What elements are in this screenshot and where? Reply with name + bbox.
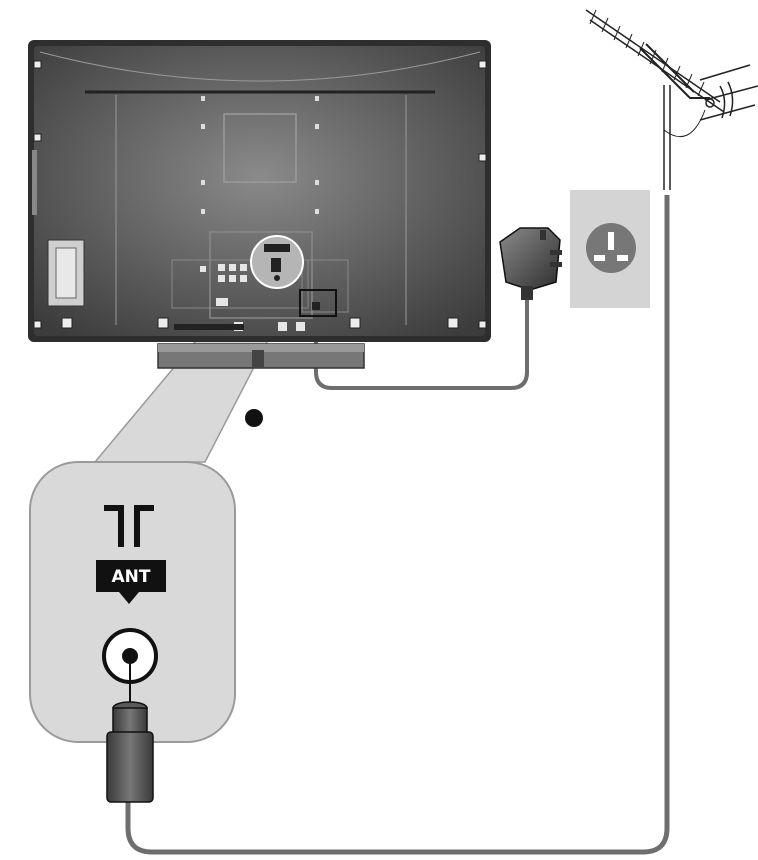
mains-cable [314,296,529,390]
marker-dot [245,409,263,427]
ant-label: ANT [112,567,151,587]
tv-stand [157,343,365,369]
antenna-cable [125,195,670,855]
aerial-symbol-icon [104,505,154,547]
mains-socket-icon [570,190,650,308]
tv-back [28,40,491,342]
antenna-icon [585,9,758,190]
coax-socket-icon [102,628,158,684]
coax-connector-icon [106,664,154,803]
plug-icon [499,227,562,300]
ant-label-box: ANT [96,560,166,604]
